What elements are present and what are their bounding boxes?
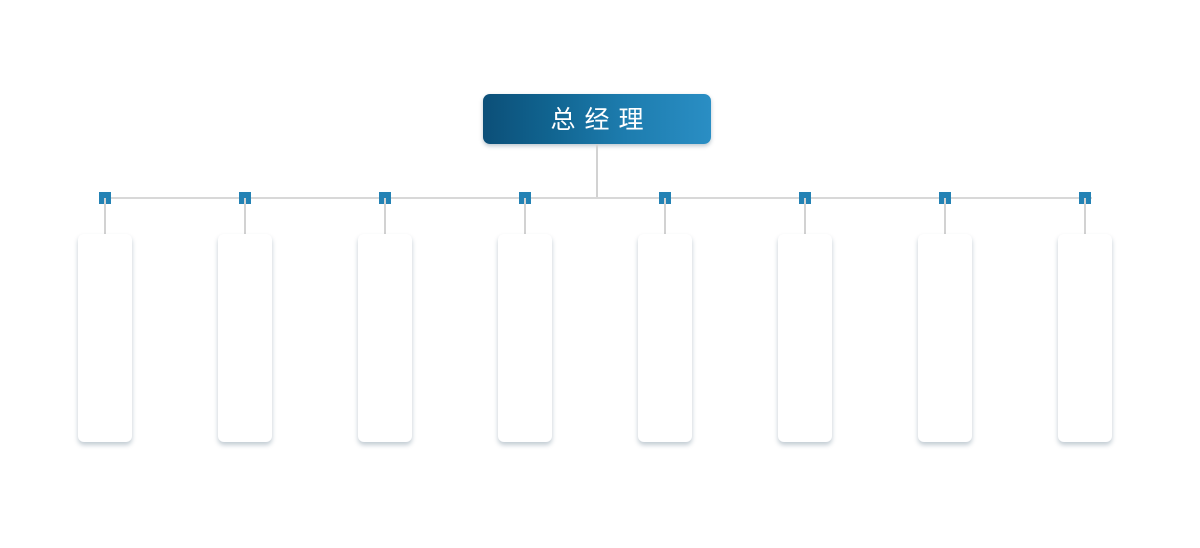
connector-drop-6 [804, 198, 806, 234]
node-department-label: 综合办 [510, 289, 540, 397]
node-general-manager[interactable]: 总经理 [483, 94, 711, 144]
node-department-7[interactable]: 质量部 [918, 234, 972, 442]
connector-drop-1 [104, 198, 106, 234]
connector-drop-5 [664, 198, 666, 234]
connector-drop-7 [944, 198, 946, 234]
connector-root-stem [596, 144, 598, 198]
node-department-5[interactable]: 生产一部 [638, 234, 692, 442]
node-department-label: 供应部 [90, 289, 120, 397]
connector-drop-2 [244, 198, 246, 234]
node-department-4[interactable]: 综合办 [498, 234, 552, 442]
node-department-1[interactable]: 供应部 [78, 234, 132, 442]
connector-drop-4 [524, 198, 526, 234]
node-general-manager-label: 总经理 [550, 104, 653, 134]
node-department-label: 销售部 [230, 289, 260, 397]
connector-drop-3 [384, 198, 386, 234]
connector-horizontal-bus [100, 197, 1092, 199]
node-department-8[interactable]: 物流部 [1058, 234, 1112, 442]
node-department-3[interactable]: 财务部 [358, 234, 412, 442]
node-department-6[interactable]: 生产二部 [778, 234, 832, 442]
node-department-2[interactable]: 销售部 [218, 234, 272, 442]
node-department-label: 生产二部 [790, 271, 820, 415]
node-department-label: 生产一部 [650, 271, 680, 415]
connector-drop-8 [1084, 198, 1086, 234]
node-department-label: 物流部 [1070, 289, 1100, 397]
node-department-label: 质量部 [930, 289, 960, 397]
node-department-label: 财务部 [370, 289, 400, 397]
